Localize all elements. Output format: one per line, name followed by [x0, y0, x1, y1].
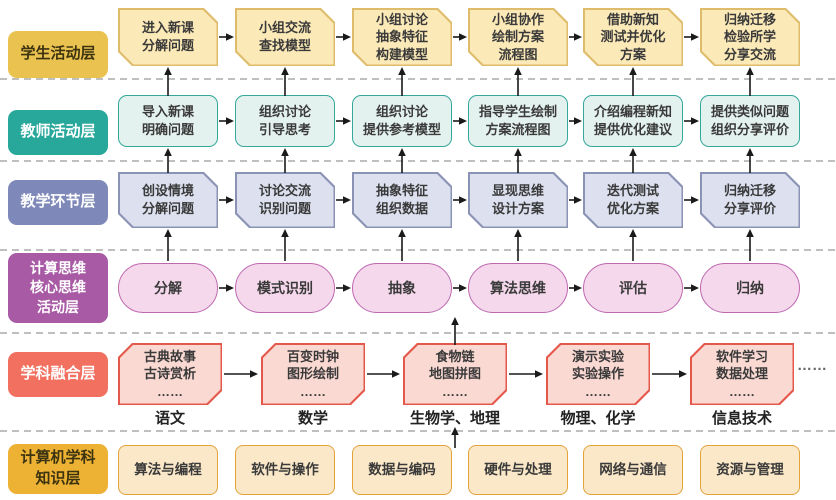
knowledge-box: 网络与通信 — [583, 445, 683, 495]
process-step: 归纳迁移 分享评价 — [700, 172, 800, 228]
subject-name: 数学 — [297, 410, 328, 427]
thinking-node: 模式识别 — [235, 263, 335, 313]
teacher-step: 指导学生绘制 方案流程图 — [468, 95, 568, 147]
layer-label-student: 学生活动层 — [8, 31, 108, 78]
student-step: 小组讨论 抽象特征 构建模型 — [352, 8, 452, 66]
thinking-node: 归纳 — [700, 263, 800, 313]
layer-label-process: 教学环节层 — [8, 180, 108, 225]
layer-label-knowledge: 计算机学科 知识层 — [8, 444, 108, 494]
student-step: 小组协作 绘制方案 流程图 — [468, 8, 568, 66]
process-step: 讨论交流 识别问题 — [235, 172, 335, 228]
teacher-step: 组织讨论 引导思考 — [235, 95, 335, 147]
subject-box: 百变时钟 图形绘制 …… — [261, 343, 365, 405]
process-step: 创设情境 分解问题 — [118, 172, 218, 228]
layer-label-teacher: 教师活动层 — [8, 110, 108, 155]
teacher-step: 组织讨论 提供参考模型 — [352, 95, 452, 147]
subject-name: 物理、化学 — [560, 410, 636, 427]
subject-name: 生物学、地理 — [409, 410, 500, 427]
subject-box: 古典故事 古诗赏析 …… — [118, 343, 222, 405]
knowledge-box: 硬件与处理 — [468, 445, 568, 495]
subject-box: 食物链 地图拼图 …… — [403, 343, 507, 405]
thinking-node: 分解 — [118, 263, 218, 313]
student-step: 归纳迁移 检验所学 分享交流 — [700, 8, 800, 66]
process-step: 显现思维 设计方案 — [468, 172, 568, 228]
teacher-step: 介绍编程新知 提供优化建议 — [583, 95, 683, 147]
thinking-node: 算法思维 — [468, 263, 568, 313]
knowledge-box: 资源与管理 — [700, 445, 800, 495]
knowledge-box: 算法与编程 — [118, 445, 218, 495]
layer-label-thinking: 计算思维 核心思维 活动层 — [8, 253, 108, 323]
knowledge-box: 数据与编码 — [352, 445, 452, 495]
subject-box: 软件学习 数据处理 …… — [690, 343, 794, 405]
subject-name: 信息技术 — [711, 410, 772, 427]
student-step: 进入新课 分解问题 — [118, 8, 218, 66]
subjects-ellipsis: …… — [797, 357, 827, 374]
thinking-node: 抽象 — [352, 263, 452, 313]
teacher-step: 导入新课 明确问题 — [118, 95, 218, 147]
thinking-node: 评估 — [583, 263, 683, 313]
teacher-step: 提供类似问题 组织分享评价 — [700, 95, 800, 147]
process-step: 抽象特征 组织数据 — [352, 172, 452, 228]
knowledge-box: 软件与操作 — [235, 445, 335, 495]
layer-label-subjects: 学科融合层 — [8, 352, 108, 397]
subject-name: 语文 — [154, 410, 185, 427]
student-step: 借助新知 测试并优化 方案 — [583, 8, 683, 66]
process-step: 迭代测试 优化方案 — [583, 172, 683, 228]
subject-box: 演示实验 实验操作 …… — [546, 343, 650, 405]
student-step: 小组交流 查找模型 — [235, 8, 335, 66]
